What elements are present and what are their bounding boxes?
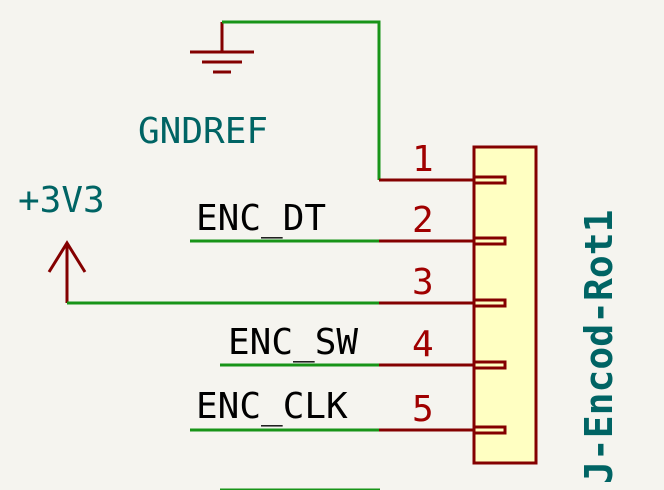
pin-contact-1 bbox=[472, 175, 507, 185]
vcc-label: +3V3 bbox=[18, 180, 105, 221]
wire-gnd-to-pin1[interactable] bbox=[222, 20, 381, 180]
gndref-power-symbol[interactable] bbox=[190, 22, 254, 74]
pin-number-5: 5 bbox=[412, 389, 434, 430]
pin-number-3: 3 bbox=[412, 262, 434, 303]
pin-number-2: 2 bbox=[412, 200, 434, 241]
net-label-enc-sw: ENC_SW bbox=[228, 322, 358, 363]
pin-number-1: 1 bbox=[412, 139, 434, 180]
net-label-enc-dt: ENC_DT bbox=[196, 198, 326, 239]
connector-reference: J-Encod-Rot1 bbox=[577, 209, 621, 484]
net-label-enc-clk: ENC_CLK bbox=[196, 386, 348, 427]
pin-contact-4 bbox=[472, 360, 507, 370]
gndref-label: GNDREF bbox=[138, 111, 268, 152]
pin-contact-5 bbox=[472, 425, 507, 435]
vcc-power-symbol[interactable] bbox=[47, 240, 87, 303]
vcc-arrow bbox=[47, 240, 87, 273]
wires bbox=[67, 20, 381, 490]
pin-number-4: 4 bbox=[412, 324, 434, 365]
pin-contacts bbox=[472, 175, 507, 435]
connector-pins bbox=[379, 178, 474, 432]
pin-contact-3 bbox=[472, 298, 507, 308]
pin-contact-2 bbox=[472, 236, 507, 246]
